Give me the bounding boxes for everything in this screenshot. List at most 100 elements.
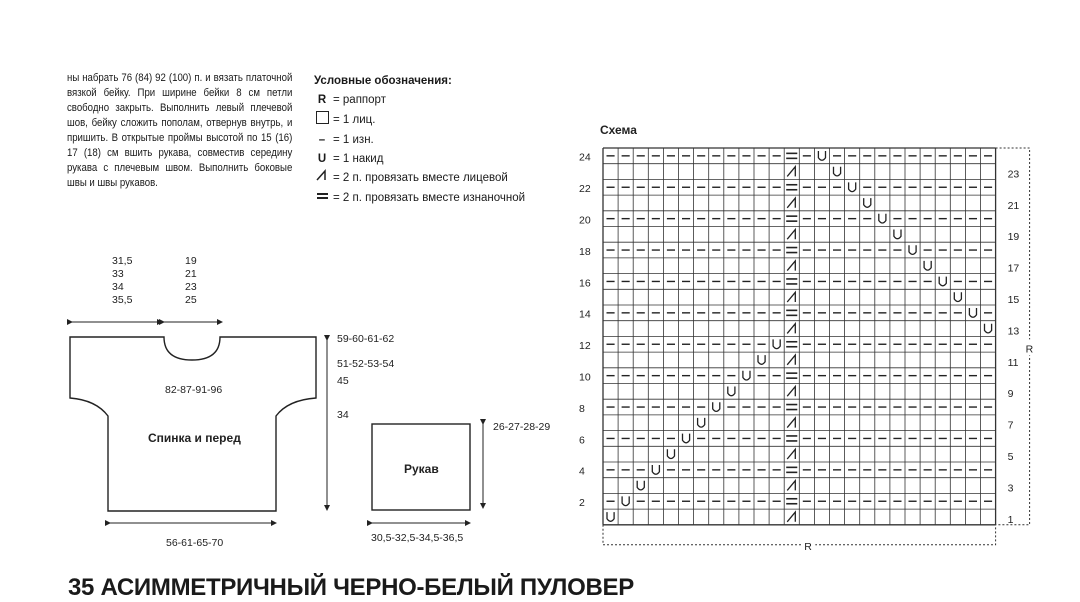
yarn-over-symbol — [757, 355, 766, 365]
row-label-left: 18 — [579, 246, 591, 258]
empty-square-icon — [314, 110, 330, 131]
legend-item-p2tog: = 2 п. провязать вместе изнаночной — [314, 189, 525, 208]
yarn-over-symbol — [878, 213, 887, 224]
row-label-left: 22 — [579, 183, 591, 195]
repeat-label-bottom: R — [804, 541, 812, 553]
yarn-over-symbol — [772, 339, 781, 350]
yarn-over-symbol — [712, 402, 721, 413]
row-label-left: 20 — [579, 215, 591, 227]
k2tog-symbol — [786, 384, 796, 397]
yarn-over-symbol — [727, 386, 736, 397]
page-heading: 35 АСИММЕТРИЧНЫЙ ЧЕРНО-БЕЛЫЙ ПУЛОВЕР — [68, 574, 634, 601]
sleeve-width-label: 30,5-32,5-34,5-36,5 — [371, 532, 463, 544]
label-background — [1024, 339, 1038, 356]
armhole-34-label: 34 — [337, 409, 349, 421]
bottom-width-label: 56-61-65-70 — [166, 537, 223, 549]
yarn-over-symbol — [893, 229, 902, 240]
legend-item-purl: – = 1 изн. — [314, 131, 525, 150]
body-label: Спинка и перед — [148, 431, 241, 445]
size-right-4: 25 — [185, 294, 197, 306]
k2tog-icon — [314, 169, 330, 188]
bold-r-icon: R — [317, 94, 327, 107]
k2tog-symbol — [786, 259, 796, 272]
yarn-over-symbol — [968, 308, 978, 318]
yarn-over-symbol — [696, 417, 706, 428]
sleeve-label: Рукав — [404, 462, 439, 476]
yarn-over-symbol — [983, 323, 993, 334]
k2tog-symbol — [786, 447, 796, 460]
row-label-left: 4 — [579, 466, 585, 478]
row-label-left: 16 — [579, 277, 591, 289]
yarn-over-symbol — [606, 512, 615, 522]
row-label-left: 14 — [579, 309, 591, 321]
row-label-right: 17 — [1008, 263, 1020, 275]
row-label-right: 7 — [1008, 420, 1014, 432]
legend-item-knit: = 1 лиц. — [314, 110, 525, 131]
row-label-right: 15 — [1008, 294, 1020, 306]
legend: Условные обозначения: R = раппорт = 1 ли… — [314, 72, 525, 208]
legend-text: = 1 лиц. — [333, 114, 376, 127]
k2tog-symbol — [786, 416, 796, 429]
height-total-label: 59-60-61-62 — [337, 333, 394, 345]
row-label-right: 9 — [1008, 388, 1014, 400]
sleeve-height-label: 26-27-28-29 — [493, 421, 550, 433]
yarn-over-symbol — [863, 198, 872, 208]
yarn-over-symbol — [832, 166, 842, 177]
repeat-label-right: R — [1026, 343, 1034, 355]
size-left-2: 33 — [112, 268, 124, 280]
repeat-bracket-right — [995, 147, 1031, 526]
k2tog-symbol — [786, 196, 796, 209]
size-left-4: 35,5 — [112, 294, 133, 306]
row-label-right: 21 — [1008, 200, 1020, 212]
k2tog-symbol — [786, 227, 796, 240]
row-label-left: 6 — [579, 434, 585, 446]
k2tog-symbol — [786, 164, 796, 177]
legend-item-yarn-over: U = 1 накид — [314, 150, 525, 169]
k2tog-symbol — [786, 478, 796, 491]
repeat-bracket-bottom — [602, 524, 997, 546]
size-right-3: 23 — [185, 281, 197, 293]
yarn-over-symbol — [742, 370, 751, 381]
size-left-3: 34 — [112, 281, 124, 293]
yarn-over-symbol — [923, 260, 932, 271]
sleeve-outline — [371, 423, 471, 511]
k2tog-symbol — [786, 290, 796, 303]
k2tog-symbol — [786, 321, 796, 334]
height-upper-label: 51-52-53-54 — [337, 358, 394, 370]
row-label-left: 10 — [579, 372, 591, 384]
row-label-right: 23 — [1008, 168, 1020, 180]
body-width-label: 82-87-91-96 — [165, 384, 222, 396]
dash-icon: – — [318, 133, 326, 146]
armhole-45-label: 45 — [337, 375, 349, 387]
body-outline — [69, 336, 317, 512]
row-label-right: 11 — [1008, 357, 1019, 369]
legend-text: = 2 п. провязать вместе изнаночной — [333, 191, 526, 204]
row-label-right: 3 — [1008, 482, 1014, 494]
yarn-over-symbol — [681, 433, 691, 444]
legend-item-repeat: R = раппорт — [314, 91, 525, 110]
yarn-over-symbol — [938, 276, 947, 287]
row-label-right: 19 — [1008, 231, 1020, 243]
yarn-over-symbol — [908, 245, 917, 256]
yarn-over-symbol — [953, 292, 963, 303]
legend-item-k2tog: = 2 п. провязать вместе лицевой — [314, 169, 525, 188]
k2tog-symbol — [786, 353, 796, 366]
yarn-over-symbol — [666, 449, 676, 460]
p2tog-icon — [314, 189, 330, 208]
size-right-1: 19 — [185, 255, 197, 267]
legend-text: = 2 п. провязать вместе лицевой — [333, 172, 508, 185]
yarn-over-symbol — [847, 182, 857, 193]
legend-title: Условные обозначения: — [314, 75, 452, 87]
legend-text: = 1 изн. — [333, 133, 374, 146]
chart-row-labels: 242220181614121086422321191715131197531R… — [579, 147, 1038, 553]
row-label-left: 24 — [579, 152, 591, 164]
yarn-over-symbol — [621, 496, 630, 507]
row-label-right: 5 — [1008, 451, 1014, 463]
legend-text: = 1 накид — [333, 153, 384, 166]
instructions-text: ны набрать 76 (84) 92 (100) п. и вязать … — [67, 72, 293, 189]
label-background — [802, 535, 816, 552]
k2tog-symbol — [786, 510, 796, 523]
legend-text: = раппорт — [333, 94, 386, 107]
yarn-over-icon: U — [317, 153, 327, 166]
